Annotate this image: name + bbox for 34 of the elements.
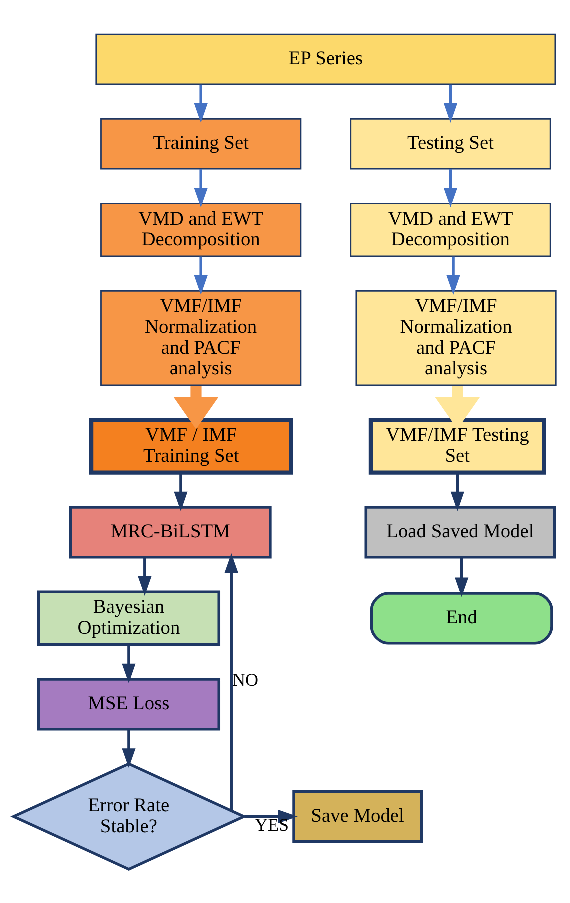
node-box: Bayesian Optimization bbox=[37, 590, 221, 646]
arrow bbox=[122, 644, 136, 683]
arrow bbox=[455, 557, 469, 597]
node-diamond: Error Rate Stable? bbox=[10, 762, 248, 870]
node-box: Training Set bbox=[100, 118, 302, 170]
node-box: VMD and EWT Decomposition bbox=[350, 202, 552, 257]
arrow bbox=[174, 472, 188, 511]
node-box: Testing Set bbox=[350, 118, 552, 170]
edge-label: YES bbox=[254, 814, 290, 835]
arrow bbox=[444, 84, 458, 122]
arrow bbox=[244, 809, 298, 824]
arrow bbox=[194, 256, 208, 294]
node-box: VMF/IMF Normalization and PACF analysis bbox=[356, 290, 557, 386]
node-box: Load Saved Model bbox=[364, 506, 556, 558]
arrow bbox=[446, 256, 460, 294]
node-box: VMF / IMF Training Set bbox=[89, 418, 294, 474]
arrow bbox=[444, 168, 458, 208]
node-box: MRC-BiLSTM bbox=[69, 506, 272, 558]
arrow bbox=[122, 729, 136, 768]
arrow bbox=[450, 472, 464, 511]
arrow bbox=[194, 84, 208, 122]
node-box: EP Series bbox=[96, 33, 556, 85]
arrow bbox=[224, 553, 238, 810]
node-box: VMF/IMF Testing Set bbox=[368, 418, 546, 474]
node-box: MSE Loss bbox=[37, 678, 221, 730]
node-box: VMF/IMF Normalization and PACF analysis bbox=[100, 290, 302, 386]
arrow bbox=[435, 386, 480, 429]
node-box: Save Model bbox=[292, 790, 423, 843]
edge-label: NO bbox=[232, 670, 258, 690]
node-box: VMD and EWT Decomposition bbox=[100, 202, 302, 257]
arrow bbox=[194, 168, 208, 208]
node-box: End bbox=[370, 592, 554, 644]
arrow bbox=[138, 557, 152, 596]
arrow bbox=[174, 386, 219, 429]
